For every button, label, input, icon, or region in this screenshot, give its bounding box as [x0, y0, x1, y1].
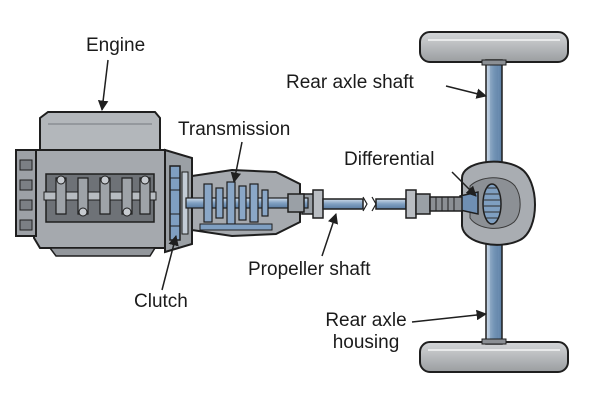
clutch-leader [161, 234, 179, 291]
leader-lines [97, 59, 488, 323]
engine [15, 111, 166, 257]
propeller-shaft [301, 189, 463, 219]
differential-label: Differential [344, 149, 435, 170]
rear-axle-housing-leader [411, 309, 488, 323]
propeller-shaft-leader [321, 213, 338, 257]
clutch [164, 148, 193, 254]
rear-axle-shaft-leader [445, 85, 488, 99]
engine-label: Engine [86, 35, 146, 56]
rear-axle-housing-label: Rear axle housing [325, 310, 407, 353]
rear-wheel-top [419, 31, 569, 63]
transmission [185, 168, 309, 238]
transmission-label: Transmission [178, 119, 291, 140]
engine-leader [97, 59, 109, 112]
rear-axle-shaft-label: Rear axle shaft [286, 72, 414, 93]
differential [459, 160, 536, 246]
transmission-leader [230, 141, 243, 184]
differential-leader [451, 171, 477, 197]
rear-wheel-bottom [419, 341, 569, 373]
clutch-label: Clutch [134, 291, 188, 312]
propeller-shaft-label: Propeller shaft [248, 259, 371, 280]
